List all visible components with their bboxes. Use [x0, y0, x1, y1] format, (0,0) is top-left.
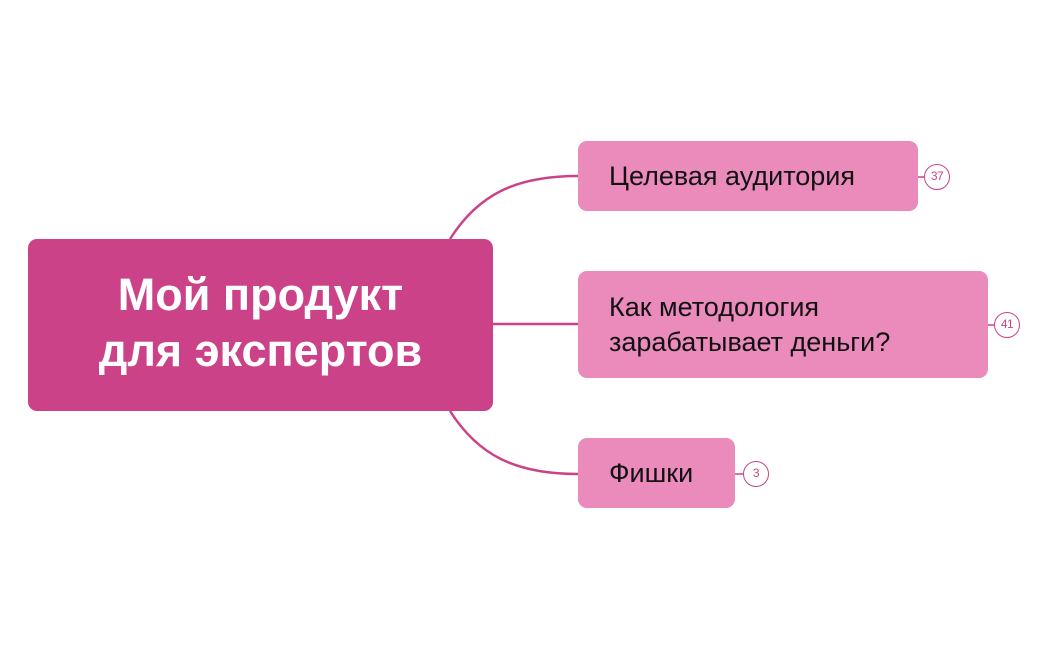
subtopic-count-badge[interactable]: 41: [994, 312, 1020, 338]
topic-methodology-monetization[interactable]: Как методология зарабатывает деньги?: [578, 271, 988, 378]
root-topic[interactable]: Мой продукт для экспертов: [28, 239, 493, 411]
topic-features[interactable]: Фишки: [578, 438, 735, 508]
topic-target-audience[interactable]: Целевая аудитория: [578, 141, 918, 211]
subtopic-count-badge[interactable]: 3: [743, 461, 769, 487]
subtopic-count-badge[interactable]: 37: [924, 164, 950, 190]
topic-label: Как методология зарабатывает деньги?: [609, 291, 891, 357]
connector-to-target-audience: [448, 174, 579, 240]
root-topic-label: Мой продукт для экспертов: [98, 269, 423, 376]
topic-label: Целевая аудитория: [609, 160, 855, 191]
topic-label: Фишки: [609, 457, 694, 488]
connector-to-features: [448, 410, 579, 476]
